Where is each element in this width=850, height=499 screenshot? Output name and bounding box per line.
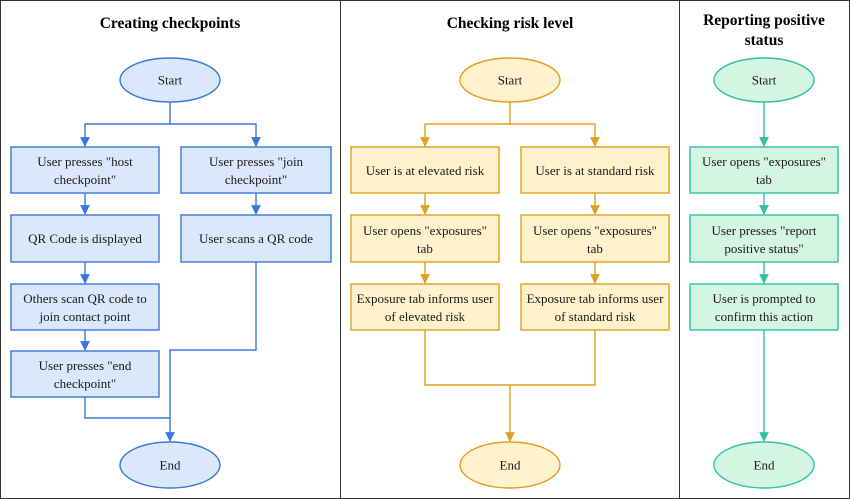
lane-title: status bbox=[745, 32, 784, 49]
box-label: checkpoint" bbox=[225, 172, 287, 187]
box-label: User is at standard risk bbox=[535, 163, 655, 178]
connector-arrow bbox=[510, 123, 600, 147]
box-label: of elevated risk bbox=[385, 309, 466, 324]
lane-title: Creating checkpoints bbox=[100, 15, 241, 32]
process-box-others-scan bbox=[10, 283, 160, 331]
box-label: User opens "exposures" bbox=[702, 154, 826, 169]
box-label: confirm this action bbox=[715, 309, 814, 324]
box-label: User scans a QR code bbox=[199, 231, 313, 246]
process-box-standard-risk bbox=[520, 146, 670, 194]
box-label: tab bbox=[587, 241, 603, 256]
process-box-qr-displayed bbox=[10, 214, 160, 263]
process-box-open-exposures bbox=[350, 214, 500, 263]
lane-creating-checkpoints: Start End User presses "host checkpoint"… bbox=[10, 57, 332, 489]
box-label: Others scan QR code to bbox=[23, 291, 146, 306]
connector-arrow bbox=[420, 102, 511, 147]
process-box-open-exposures bbox=[689, 146, 839, 194]
box-label: QR Code is displayed bbox=[28, 231, 142, 246]
box-label: User opens "exposures" bbox=[363, 223, 487, 238]
process-box-end-checkpoint bbox=[10, 350, 160, 398]
connector-line bbox=[424, 330, 596, 386]
connector-arrow bbox=[80, 102, 171, 147]
connector-arrow bbox=[165, 262, 257, 442]
box-label: tab bbox=[417, 241, 433, 256]
start-node bbox=[119, 57, 221, 103]
box-label: User presses "host bbox=[37, 154, 133, 169]
box-label: checkpoint" bbox=[54, 376, 116, 391]
process-box-host-checkpoint bbox=[10, 146, 160, 194]
lane-title: Checking risk level bbox=[447, 15, 574, 32]
process-box-scan-qr bbox=[180, 214, 332, 263]
box-label: checkpoint" bbox=[54, 172, 116, 187]
start-node bbox=[713, 57, 815, 103]
start-label: Start bbox=[752, 73, 777, 88]
box-label: User is at elevated risk bbox=[366, 163, 485, 178]
end-node bbox=[713, 441, 815, 489]
box-label: tab bbox=[756, 172, 772, 187]
box-label: Exposure tab informs user bbox=[527, 291, 665, 306]
process-box-report-positive bbox=[689, 214, 839, 263]
start-label: Start bbox=[158, 73, 183, 88]
process-box-open-exposures bbox=[520, 214, 670, 263]
end-node bbox=[459, 441, 561, 489]
box-label: User presses "report bbox=[712, 223, 817, 238]
box-label: User is prompted to bbox=[713, 291, 816, 306]
process-box-inform-elevated bbox=[350, 283, 500, 331]
connector-arrow bbox=[170, 123, 261, 147]
start-node bbox=[459, 57, 561, 103]
lane-checking-risk: Start End User is at elevated risk User … bbox=[350, 57, 670, 489]
lane-title: Reporting positive bbox=[703, 12, 825, 29]
end-label: End bbox=[754, 458, 775, 473]
box-label: Exposure tab informs user bbox=[357, 291, 495, 306]
start-label: Start bbox=[498, 73, 523, 88]
connector-line bbox=[84, 397, 170, 419]
end-node bbox=[119, 441, 221, 489]
box-label: User presses "join bbox=[209, 154, 304, 169]
end-label: End bbox=[500, 458, 521, 473]
process-box-confirm-action bbox=[689, 283, 839, 331]
process-box-join-checkpoint bbox=[180, 146, 332, 194]
end-label: End bbox=[160, 458, 181, 473]
process-box-inform-standard bbox=[520, 283, 670, 331]
box-label: User presses "end bbox=[39, 358, 132, 373]
process-box-elevated-risk bbox=[350, 146, 500, 194]
lane-reporting-positive: Start End User opens "exposures" tab Use… bbox=[689, 57, 839, 489]
box-label: positive status" bbox=[724, 241, 803, 256]
box-label: join contact point bbox=[39, 309, 131, 324]
box-label: of standard risk bbox=[555, 309, 636, 324]
box-label: User opens "exposures" bbox=[533, 223, 657, 238]
